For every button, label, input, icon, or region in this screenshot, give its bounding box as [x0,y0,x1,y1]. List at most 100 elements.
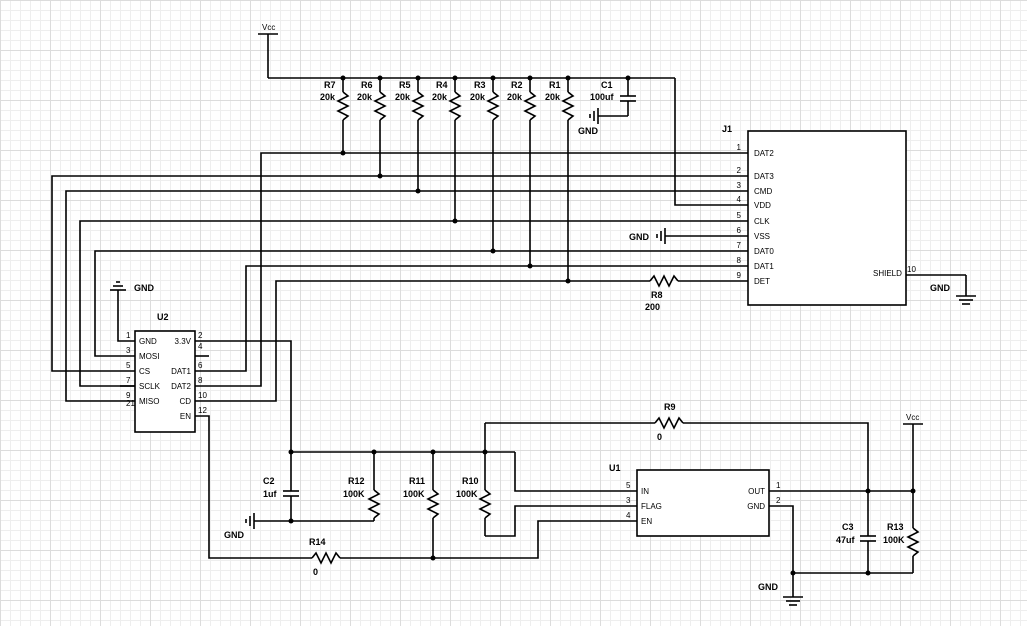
u2-pin-9-num: 9 [126,391,131,400]
u2-module: U2 1GND3MOSI5CS7SCLK9MISO2123.3V46DAT18D… [110,281,209,433]
j1-pin-1-num: 1 [737,143,742,152]
j1-pin-3-name: CMD [754,187,772,196]
j1-pin-7-num: 7 [737,241,742,250]
u1-pin-1-num: 1 [776,481,781,490]
u1-gnd-label: GND [758,582,779,592]
j1-ref: J1 [722,124,732,134]
u2-pin-2-num: 2 [198,331,203,340]
r12-ref: R12 [348,476,365,486]
r1-value: 20k [545,92,561,102]
c2-value: 1uf [263,489,278,499]
u2-gnd-label: GND [134,283,155,293]
signal-wires [51,152,748,402]
j1-pin-6-num: 6 [737,226,742,235]
u2-pin-10-name: CD [179,397,191,406]
c3-value: 47uf [836,535,856,545]
c2-ref: C2 [263,476,275,486]
j1-pin-5-num: 5 [737,211,742,220]
r11-value: 100K [403,489,425,499]
j1-pin-4-name: VDD [754,201,771,210]
j1-pin-10-name: SHIELD [873,269,902,278]
r8-ref: R8 [651,290,663,300]
u2-pin-8-name: DAT2 [171,382,191,391]
r14-ref: R14 [309,537,326,547]
r14-value: 0 [313,567,318,577]
j1-pin-9-name: DET [754,277,770,286]
signal-junctions [340,150,571,284]
j1-pin-10-num: 10 [907,265,916,274]
c1-ref: C1 [601,80,613,90]
j1-pin-8-num: 8 [737,256,742,265]
j1-vss-gnd-label: GND [629,232,650,242]
capacitor-c1: C1 100uf GND [578,78,636,136]
r1-ref: R1 [549,80,561,90]
r3-ref: R3 [474,80,486,90]
r5-value: 20k [395,92,411,102]
u2-pin-3-name: MOSI [139,352,159,361]
j1-shield-gnd: GND [930,283,951,293]
u2-pin-5-name: CS [139,367,150,376]
u2-3v3-wire [195,340,292,452]
u2-pin-3-num: 3 [126,346,131,355]
u1-pin-3-name: FLAG [641,502,662,511]
j1-pin-5-name: CLK [754,217,770,226]
c3-ref: C3 [842,522,854,532]
j1-pin-8-name: DAT1 [754,262,774,271]
u2-pin-10-num: 10 [198,391,207,400]
r5-ref: R5 [399,80,411,90]
r2-ref: R2 [511,80,523,90]
r12-value: 100K [343,489,365,499]
r7-value: 20k [320,92,336,102]
j1-pin-4-num: 4 [737,195,742,204]
r7-ref: R7 [324,80,336,90]
j1-pin-2-name: DAT3 [754,172,774,181]
r11-ref: R11 [409,476,425,486]
u2-pin-6-num: 6 [198,361,203,370]
u2-pin-7-num: 7 [126,376,131,385]
r2-value: 20k [507,92,523,102]
u2-pin-1-num: 1 [126,331,131,340]
power-network: C2 1uf GND R12 100K R11 100K R10 100K R1… [195,402,869,577]
r3-value: 20k [470,92,486,102]
r6-ref: R6 [361,80,373,90]
r6-value: 20k [357,92,373,102]
r13-ref: R13 [887,522,904,532]
r4-value: 20k [432,92,448,102]
u2-ref: U2 [157,312,169,322]
vcc-top-symbol: Vcc [258,23,278,78]
u1-ref: U1 [609,463,621,473]
c1-gnd-label: GND [578,126,599,136]
u2-pin-12-num: 12 [198,406,207,415]
j1-pin-3-num: 3 [737,181,742,190]
r8-value: 200 [645,302,660,312]
u2-pin-2-name: 3.3V [175,337,192,346]
vcc-top-label: Vcc [262,23,275,32]
j1-pin-9-num: 9 [737,271,742,280]
u2-pin-4-num: 4 [198,342,203,351]
u1-pin-5-name: IN [641,487,649,496]
resistor-r8: R8 200 [568,274,748,312]
output-network: Vcc C3 47uf R13 100K GND [758,413,923,606]
r9-value: 0 [657,432,662,442]
r10-ref: R10 [462,476,479,486]
r4-ref: R4 [436,80,448,90]
j1-pin-7-name: DAT0 [754,247,774,256]
r13-value: 100K [883,535,905,545]
j1-pin-1-name: DAT2 [754,149,774,158]
u1-pin-4-name: EN [641,517,652,526]
u2-pin-6-name: DAT1 [171,367,191,376]
u1-pin-5-num: 5 [626,481,631,490]
vcc-right-label: Vcc [906,413,919,422]
rail-junctions [340,75,631,81]
j1-connector: J1 1DAT22DAT33CMD4VDD5CLK6VSS7DAT08DAT19… [722,124,976,306]
vdd-wire [674,78,748,206]
j1-vss-gnd: GND [629,228,748,244]
u2-pin-12-name: EN [180,412,191,421]
u2-pin-21-num: 21 [126,399,135,408]
u2-pin-9-name: MISO [139,397,159,406]
u2-pin-5-num: 5 [126,361,131,370]
c1-value: 100uf [590,92,615,102]
